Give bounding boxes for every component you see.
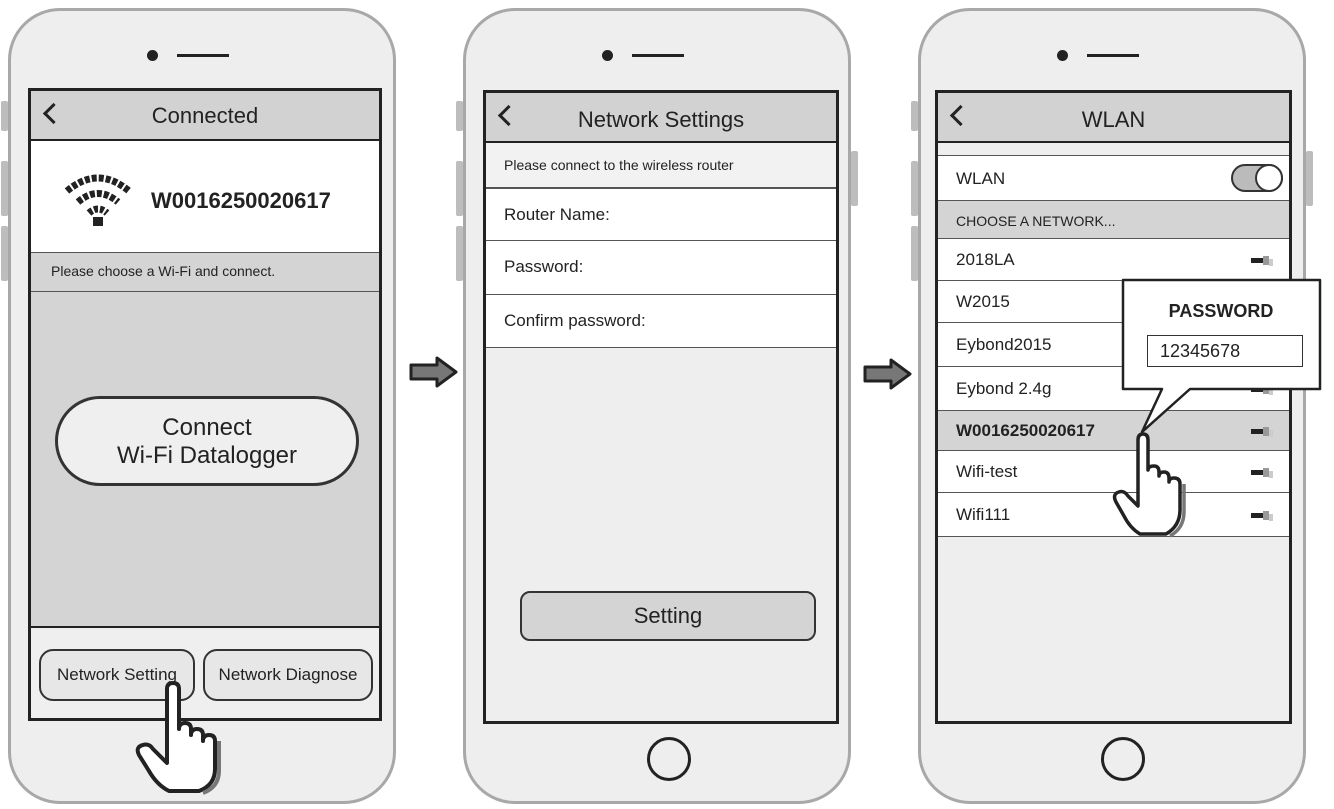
side-button bbox=[1, 101, 8, 131]
signal-icon bbox=[1251, 466, 1273, 478]
side-button bbox=[456, 101, 463, 131]
setting-button[interactable]: Setting bbox=[520, 591, 816, 641]
toggle-knob bbox=[1255, 164, 1283, 192]
arrow-right-icon bbox=[863, 358, 912, 390]
password-label: Password: bbox=[504, 257, 584, 276]
wifi-icon bbox=[64, 174, 132, 226]
screen: Network Settings Please connect to the w… bbox=[483, 90, 839, 724]
front-camera bbox=[602, 50, 613, 61]
arrow-right-icon bbox=[409, 356, 458, 388]
title-bar: Network Settings bbox=[486, 93, 836, 143]
connect-button-line1: Connect bbox=[162, 414, 252, 441]
network-name: 2018LA bbox=[956, 250, 1015, 269]
connect-datalogger-button[interactable]: Connect Wi-Fi Datalogger bbox=[55, 396, 359, 486]
password-popup-title: PASSWORD bbox=[1168, 301, 1274, 321]
password-input[interactable]: 12345678 bbox=[1147, 335, 1303, 367]
front-camera bbox=[147, 50, 158, 61]
password-field[interactable]: Password: bbox=[486, 241, 836, 295]
instruction-bar: Please choose a Wi-Fi and connect. bbox=[31, 253, 379, 293]
page-title: Network Settings bbox=[577, 107, 745, 132]
phone-connected: Connected W0016250020617 Please choose a… bbox=[1, 8, 396, 804]
screen: Connected W0016250020617 Please choose a… bbox=[28, 88, 382, 721]
password-value: 12345678 bbox=[1160, 341, 1241, 361]
side-button bbox=[851, 151, 858, 206]
section-header-label: CHOOSE A NETWORK... bbox=[956, 213, 1116, 229]
toggle-switch[interactable] bbox=[1231, 164, 1283, 192]
router-name-label: Router Name: bbox=[504, 205, 610, 224]
title-bar: WLAN bbox=[938, 93, 1289, 143]
back-icon[interactable] bbox=[42, 102, 65, 125]
signal-icon bbox=[1251, 254, 1273, 266]
content-area bbox=[486, 348, 836, 721]
network-name: W2015 bbox=[956, 292, 1010, 311]
speaker-grille bbox=[632, 54, 684, 57]
instruction-text: Please connect to the wireless router bbox=[504, 157, 734, 173]
network-diagnose-label: Network Diagnose bbox=[218, 665, 358, 684]
back-icon[interactable] bbox=[497, 104, 520, 127]
confirm-password-field[interactable]: Confirm password: bbox=[486, 295, 836, 348]
page-title: WLAN bbox=[1081, 107, 1146, 132]
side-button bbox=[456, 226, 463, 281]
section-header: CHOOSE A NETWORK... bbox=[938, 201, 1289, 239]
network-diagnose-button[interactable]: Network Diagnose bbox=[203, 649, 373, 701]
router-name-field[interactable]: Router Name: bbox=[486, 189, 836, 241]
wlan-label: WLAN bbox=[956, 169, 1006, 188]
side-button bbox=[911, 161, 918, 216]
instruction-text: Please choose a Wi-Fi and connect. bbox=[51, 263, 276, 279]
hand-pointer-icon bbox=[1112, 432, 1186, 538]
hand-pointer-icon bbox=[135, 681, 221, 795]
wlan-toggle-row: WLAN bbox=[938, 155, 1289, 201]
speaker-grille bbox=[1087, 54, 1139, 57]
network-item[interactable]: 2018LA bbox=[938, 239, 1289, 281]
device-id: W0016250020617 bbox=[151, 188, 331, 213]
confirm-password-label: Confirm password: bbox=[504, 311, 646, 330]
home-button[interactable] bbox=[1101, 737, 1145, 781]
network-item[interactable]: Wifi-test bbox=[938, 451, 1289, 493]
network-name: Wifi-test bbox=[956, 462, 1018, 481]
signal-icon bbox=[1251, 425, 1273, 437]
side-button bbox=[911, 226, 918, 281]
network-name: Eybond 2.4g bbox=[956, 379, 1052, 398]
speaker-grille bbox=[177, 54, 229, 57]
network-item[interactable]: Wifi111 bbox=[938, 493, 1289, 537]
connect-button-line2: Wi-Fi Datalogger bbox=[116, 442, 298, 469]
network-name: Eybond2015 bbox=[956, 335, 1052, 354]
instruction-bar: Please connect to the wireless router bbox=[486, 143, 836, 189]
setting-button-label: Setting bbox=[633, 603, 703, 628]
side-button bbox=[1306, 151, 1313, 206]
title-bar: Connected bbox=[31, 91, 379, 141]
page-title: Connected bbox=[151, 103, 259, 128]
front-camera bbox=[1057, 50, 1068, 61]
network-name: Wifi111 bbox=[956, 505, 1011, 524]
device-header: W0016250020617 bbox=[31, 141, 379, 254]
signal-icon bbox=[1251, 509, 1273, 521]
side-button bbox=[1, 161, 8, 216]
network-item[interactable]: W0016250020617 bbox=[938, 411, 1289, 451]
side-button bbox=[1, 226, 8, 281]
side-button bbox=[456, 161, 463, 216]
network-name: W0016250020617 bbox=[956, 421, 1095, 440]
home-button[interactable] bbox=[647, 737, 691, 781]
phone-network-settings: Network Settings Please connect to the w… bbox=[456, 8, 858, 804]
network-setting-label: Network Setting bbox=[57, 665, 177, 684]
side-button bbox=[911, 101, 918, 131]
back-icon[interactable] bbox=[949, 104, 972, 127]
